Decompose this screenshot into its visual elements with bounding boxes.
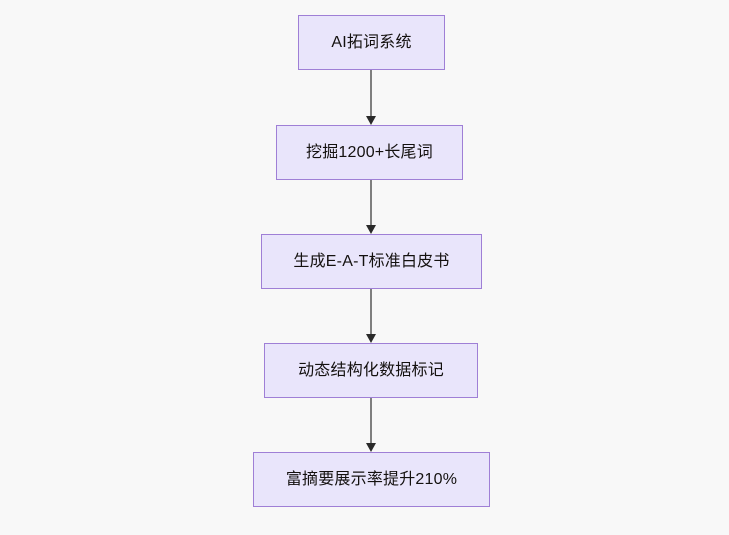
flow-connector-3 [362, 289, 380, 343]
arrow-head-icon [366, 116, 376, 125]
flow-node-label: 挖掘1200+长尾词 [306, 143, 433, 161]
flow-node-mine-longtail-keywords[interactable]: 挖掘1200+长尾词 [276, 125, 463, 180]
arrow-head-icon [366, 443, 376, 452]
arrow-head-icon [366, 225, 376, 234]
flow-connector-4 [362, 398, 380, 452]
flow-node-dynamic-structured-data[interactable]: 动态结构化数据标记 [264, 343, 478, 398]
flow-node-label: 富摘要展示率提升210% [285, 470, 458, 488]
connector-line [370, 398, 372, 444]
flow-node-label: AI拓词系统 [331, 33, 412, 51]
flow-connector-1 [362, 70, 380, 125]
connector-line [370, 70, 372, 117]
flow-node-label: 生成E-A-T标准白皮书 [293, 252, 450, 270]
arrow-head-icon [366, 334, 376, 343]
connector-line [370, 180, 372, 226]
flow-connector-2 [362, 180, 380, 234]
flow-node-ai-keyword-system[interactable]: AI拓词系统 [298, 15, 445, 70]
flow-node-label: 动态结构化数据标记 [298, 361, 444, 379]
flow-node-rich-snippet-result[interactable]: 富摘要展示率提升210% [253, 452, 490, 507]
connector-line [370, 289, 372, 335]
flow-node-generate-eat-whitepaper[interactable]: 生成E-A-T标准白皮书 [261, 234, 482, 289]
